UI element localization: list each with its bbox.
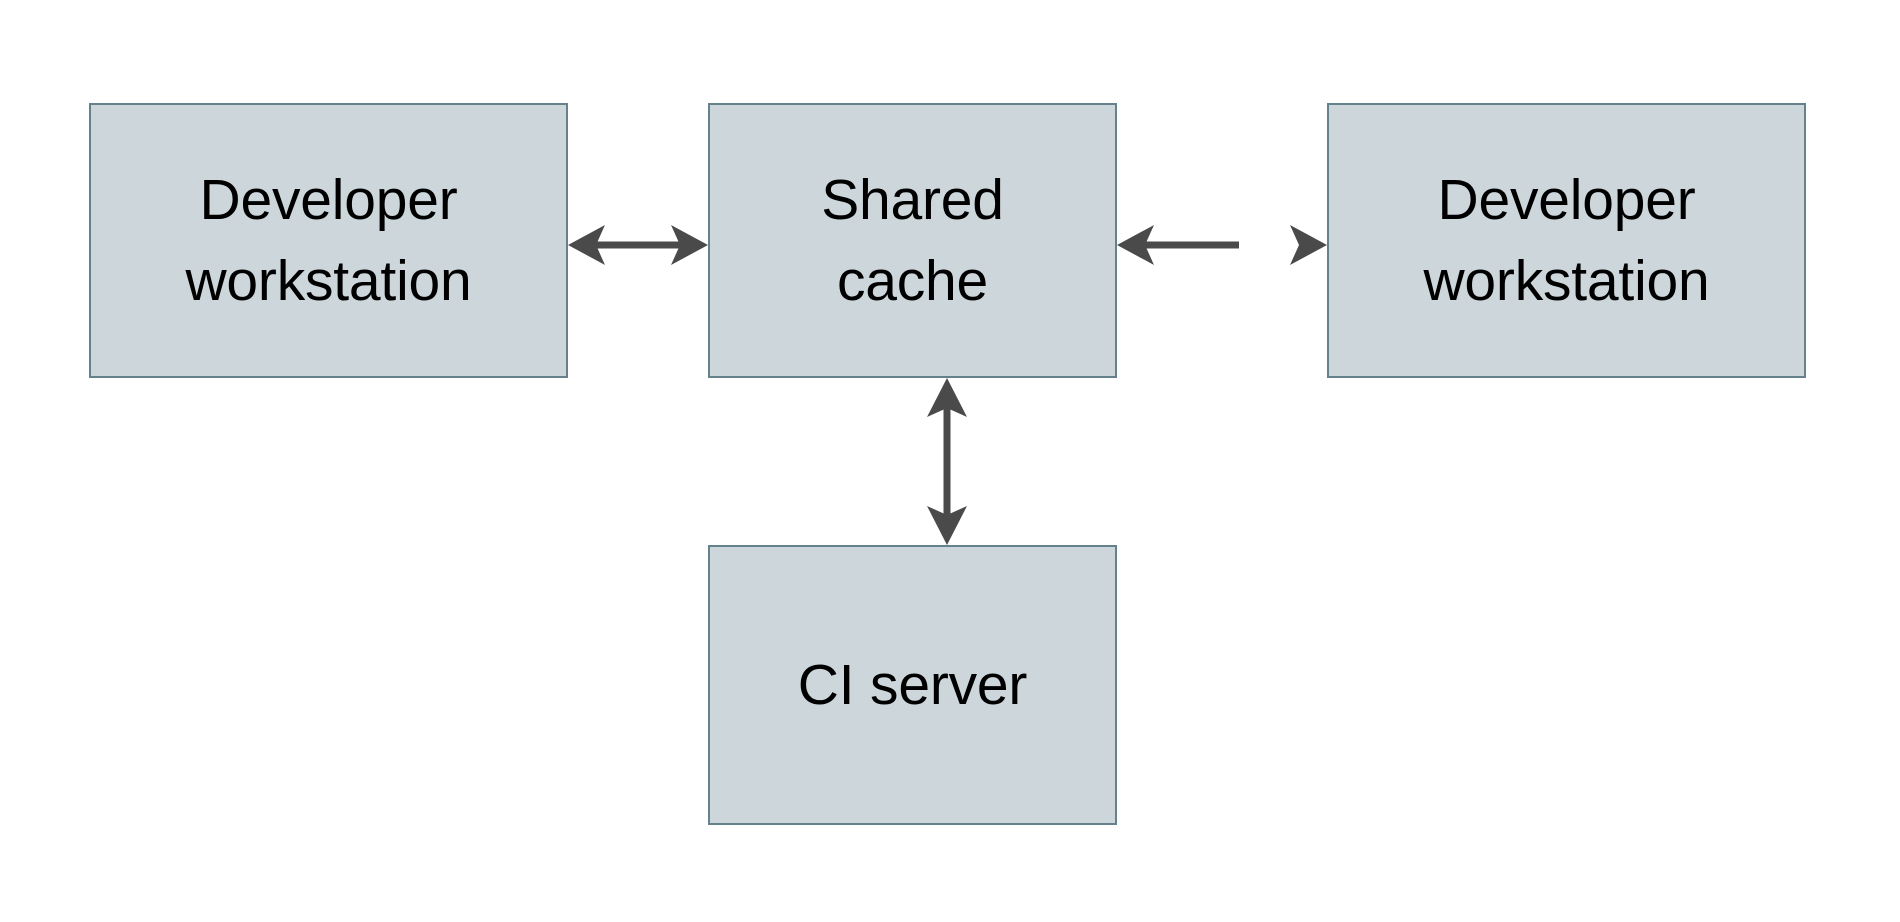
node-shared-cache[interactable]: Shared cache xyxy=(708,103,1117,378)
arrowhead-right xyxy=(1290,225,1327,265)
edge-shared-devright xyxy=(1117,225,1327,265)
edge-shared-ci xyxy=(927,378,967,545)
arrowhead-right xyxy=(671,225,708,265)
node-label: Shared cache xyxy=(821,167,1004,313)
arrowhead-up xyxy=(927,378,967,417)
arrowhead-down xyxy=(927,506,967,545)
node-label: CI server xyxy=(797,652,1028,717)
arrowhead-left xyxy=(568,225,605,265)
node-ci-server[interactable]: CI server xyxy=(708,545,1117,825)
node-label: Developer workstation xyxy=(185,167,472,313)
arrowhead-left xyxy=(1117,225,1154,265)
node-developer-workstation-left[interactable]: Developer workstation xyxy=(89,103,568,378)
edge-devleft-shared xyxy=(568,225,708,265)
node-label: Developer workstation xyxy=(1423,167,1710,313)
node-developer-workstation-right[interactable]: Developer workstation xyxy=(1327,103,1806,378)
